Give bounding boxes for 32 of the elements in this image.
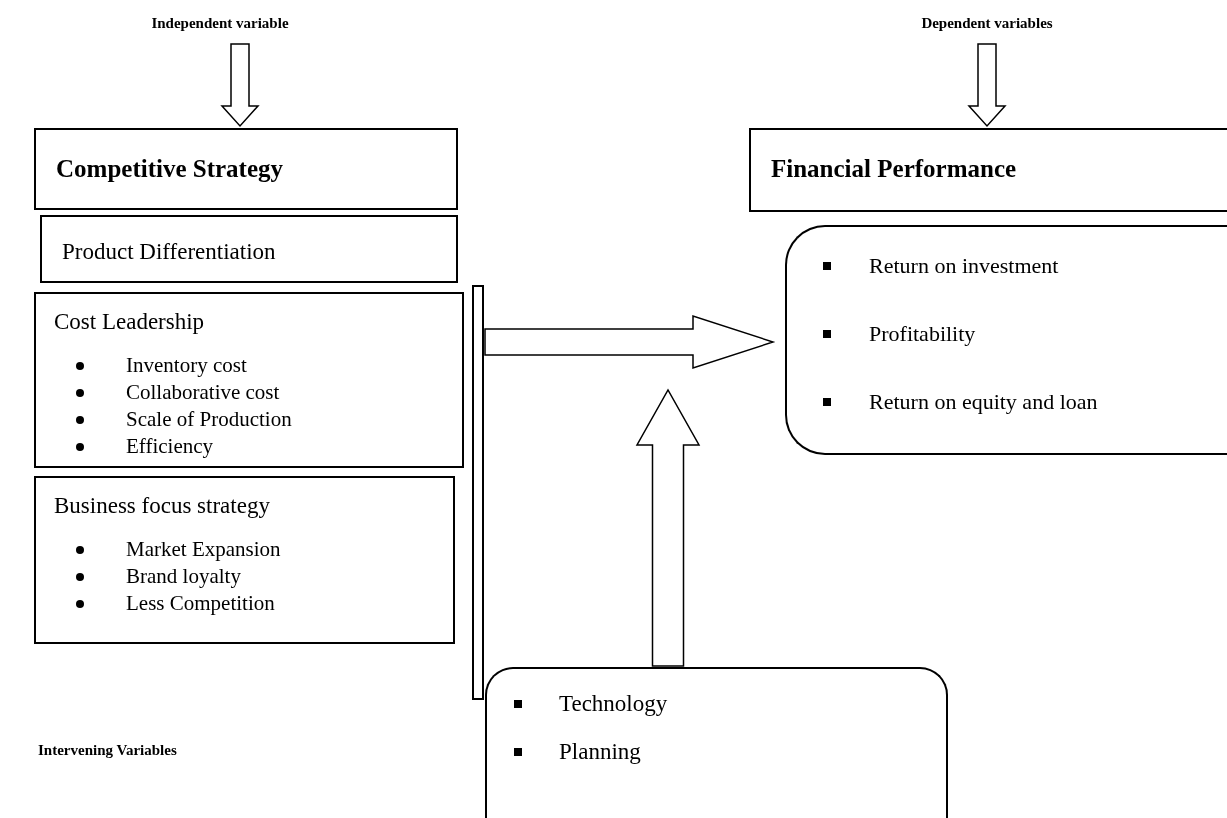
text-box — [749, 128, 1227, 212]
list-item: Collaborative cost — [126, 379, 280, 406]
list-item: Return on investment — [869, 252, 1060, 280]
text-box — [34, 292, 464, 468]
box-title: Product Differentiation — [62, 239, 276, 264]
side-label: Intervening Variables — [38, 742, 177, 758]
box-title: Financial Performance — [771, 155, 1017, 182]
box-title: Cost Leadership — [54, 308, 206, 336]
text-box — [34, 476, 455, 644]
list-item: Less Competition — [126, 590, 275, 617]
list-item: Market Expansion — [126, 536, 281, 563]
list-item: Inventory cost — [126, 352, 247, 379]
text-box — [785, 225, 1227, 455]
box-title: Business focus strategy — [54, 492, 271, 520]
block-arrow — [635, 388, 701, 667]
text-box — [485, 667, 948, 818]
list-item: Brand loyalty — [126, 563, 241, 590]
list-item: Planning — [559, 738, 641, 766]
block-arrow — [220, 43, 260, 128]
list-item: Return on equity and loan — [869, 388, 1099, 416]
block-arrow — [484, 314, 776, 370]
text-box — [40, 215, 458, 283]
vertical-bar — [472, 285, 484, 700]
block-arrow — [967, 43, 1007, 128]
list-item: Efficiency — [126, 433, 214, 460]
list-item: Technology — [559, 690, 668, 718]
list-item: Scale of Production — [126, 406, 292, 433]
list-item: Profitability — [869, 320, 977, 348]
box-title: Competitive Strategy — [56, 155, 283, 182]
text-box — [34, 128, 458, 210]
variable-heading: Dependent variables — [921, 14, 1053, 33]
variable-heading: Independent variable — [151, 14, 289, 33]
